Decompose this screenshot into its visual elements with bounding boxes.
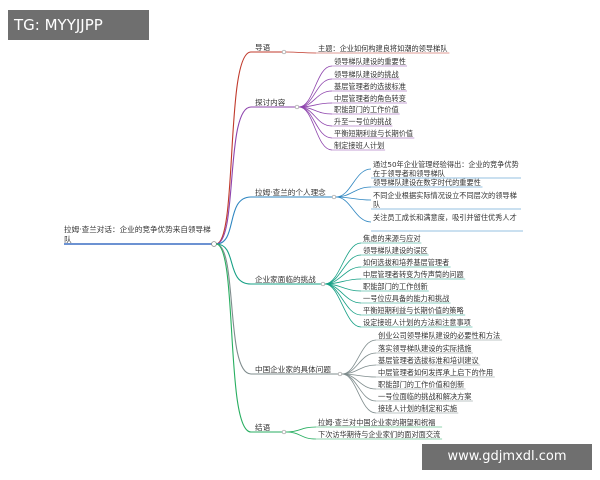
child-topic: 通过50年企业管理经验得出：企业的竞争优势在于领导者和领导梯队 <box>373 160 519 178</box>
child-connector <box>298 106 333 151</box>
child-connector <box>335 168 372 198</box>
child-topic: 领导梯队建设的重要性 <box>334 57 406 66</box>
child-connector <box>324 242 362 285</box>
child-topic: 落实领导梯队建设的实际措施 <box>378 344 472 353</box>
child-topic: 平衡短期利益与长期价值 <box>334 129 414 138</box>
child-topic: 中层管理者如何发挥承上启下的作用 <box>378 368 494 377</box>
child-topic: 焦虑的来源与应对 <box>363 234 421 243</box>
child-connector <box>324 254 362 285</box>
child-topic: 一号位应具备的能力和挑战 <box>363 294 450 303</box>
child-topic: 拉姆·查兰对中国企业家的期望和祝福 <box>318 418 436 427</box>
child-topic: 制定接班人计划 <box>334 141 385 150</box>
child-topic: 领导梯队建设的挑战 <box>334 70 399 79</box>
branch-topic: 探讨内容 <box>255 98 286 107</box>
branch-joint <box>320 281 326 287</box>
branch-topic: 导语 <box>255 43 271 52</box>
branch-connector <box>215 243 252 433</box>
branch-connector <box>215 243 252 375</box>
branch-connector <box>215 196 252 245</box>
child-topic: 中层管理者的角色转变 <box>334 94 406 103</box>
branch-connector <box>215 243 252 285</box>
child-connector <box>285 426 317 433</box>
child-connector <box>324 283 362 328</box>
branch-topic: 中国企业家的具体问题 <box>255 365 331 374</box>
child-connector <box>341 339 377 375</box>
branch-joint <box>337 371 343 377</box>
child-connector <box>285 431 317 440</box>
child-topic: 基层管理者的选拔标准 <box>334 82 406 91</box>
child-topic: 平衡短期利益与长期价值的策略 <box>363 306 464 315</box>
root-topic: 拉姆·查兰对话：企业的竞争优势来自领导梯队 <box>64 225 211 244</box>
child-topic: 接班人计划的制定和实施 <box>378 404 458 413</box>
child-connector <box>298 106 333 139</box>
watermark-top: TG: MYYJJPP <box>8 10 149 40</box>
child-connector <box>341 373 377 402</box>
branch-topic: 企业家面临的挑战 <box>255 275 316 284</box>
child-topic: 如何选拔和培养基层管理者 <box>363 258 450 267</box>
branch-topic: 拉姆·查兰的个人理念 <box>255 188 326 197</box>
branch-connector <box>215 51 252 245</box>
child-topic: 创业公司领导梯队建设的必要性和方法 <box>378 331 501 340</box>
child-connector <box>324 283 362 316</box>
child-topic: 职能部门的工作价值和创新 <box>378 380 465 389</box>
child-connector <box>298 78 333 108</box>
child-topic: 职能部门的工作创新 <box>363 282 428 291</box>
branch-joint <box>281 49 287 55</box>
child-connector <box>341 373 377 414</box>
branch-joint <box>281 429 287 435</box>
child-topic: 领导梯队建设的误区 <box>363 246 428 255</box>
child-topic: 下次访华期待与企业家们的面对面交流 <box>318 430 441 439</box>
child-connector <box>285 51 317 54</box>
watermark-bottom: www.gdjmxdl.com <box>422 444 592 470</box>
child-connector <box>341 373 377 390</box>
child-topic: 关注员工成长和满意度，吸引并留住优秀人才 <box>373 213 517 222</box>
child-connector <box>335 196 372 223</box>
child-topic: 主题：企业如何构建良将如潮的领导梯队 <box>318 44 448 53</box>
child-topic: 职能部门的工作价值 <box>334 105 399 114</box>
child-topic: 中层管理者转变为传声筒的问题 <box>363 270 464 279</box>
branch-joint <box>294 104 300 110</box>
child-topic: 一号位面临的挑战和解决方案 <box>378 392 472 401</box>
child-topic: 基层管理者选拔标准和培训建议 <box>378 356 479 365</box>
child-topic: 领导梯队建设在数字时代的重要性 <box>373 178 481 187</box>
child-connector <box>298 65 333 108</box>
branch-connector <box>215 106 252 245</box>
branch-joint <box>331 194 337 200</box>
child-topic: 不同企业根据实际情况设立不同层次的领导梯队 <box>373 191 517 209</box>
branch-topic: 结语 <box>255 423 271 432</box>
child-topic: 升至一号位的挑战 <box>334 117 392 126</box>
child-topic: 设定接班人计划的方法和注意事项 <box>363 318 471 327</box>
